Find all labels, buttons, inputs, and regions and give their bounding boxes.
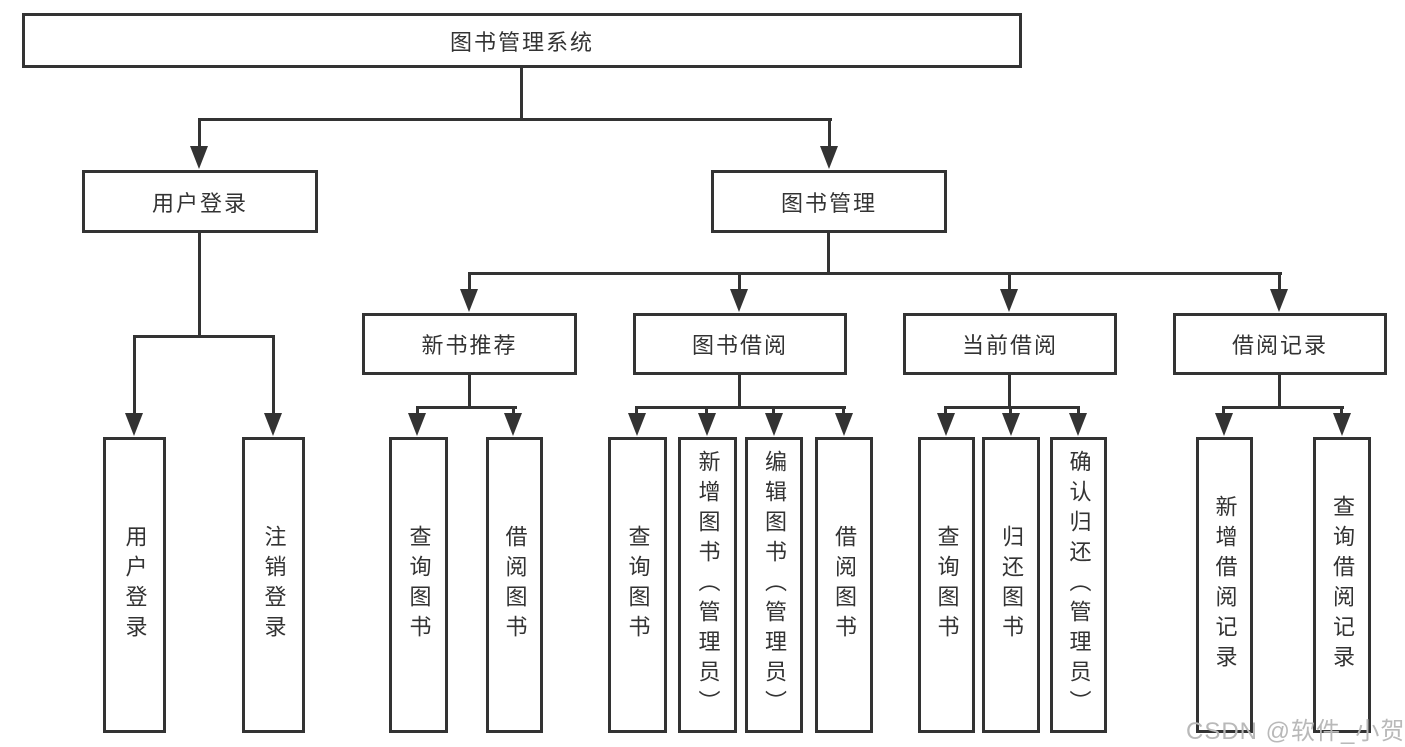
connector-line <box>198 118 832 121</box>
node-current-borrowing-label: 当前借阅 <box>961 333 1058 358</box>
node-user-login: 用户登录 <box>82 170 318 233</box>
leaf-edit-books-admin-label: 编辑图书（管理员） <box>762 450 787 720</box>
node-borrowing-records-label: 借阅记录 <box>1231 333 1328 358</box>
node-root: 图书管理系统 <box>22 13 1022 68</box>
connector-line <box>133 335 275 338</box>
node-new-book-recommendation-label: 新书推荐 <box>421 333 518 358</box>
arrowhead-down-icon <box>1002 413 1020 436</box>
arrowhead-down-icon <box>460 289 478 312</box>
arrowhead-down-icon <box>765 413 783 436</box>
arrowhead-down-icon <box>1270 289 1288 312</box>
connector-line <box>944 406 947 418</box>
leaf-confirm-return-admin-label: 确认归还（管理员） <box>1066 450 1092 720</box>
connector-line <box>272 335 275 417</box>
connector-line <box>1077 406 1080 418</box>
connector-line <box>842 406 845 418</box>
connector-line <box>635 406 846 409</box>
leaf-add-books-admin: 新增图书（管理员） <box>678 437 737 733</box>
connector-line <box>133 335 136 417</box>
connector-line <box>198 118 201 150</box>
leaf-query-books-current-label: 查询图书 <box>934 525 960 645</box>
leaf-query-books-borrowing-label: 查询图书 <box>625 525 651 645</box>
node-root-label: 图书管理系统 <box>449 29 594 55</box>
connector-line <box>416 406 419 418</box>
connector-line <box>944 406 1080 409</box>
node-borrowing-records: 借阅记录 <box>1173 313 1387 375</box>
arrowhead-down-icon <box>1333 413 1351 436</box>
connector-line <box>828 118 831 150</box>
connector-line <box>635 406 638 418</box>
connector-line <box>468 272 1282 275</box>
connector-line <box>772 406 775 418</box>
leaf-query-borrow-record: 查询借阅记录 <box>1313 437 1371 733</box>
leaf-user-login: 用户登录 <box>103 437 166 733</box>
node-book-borrowing-label: 图书借阅 <box>691 333 788 358</box>
connector-line <box>705 406 708 418</box>
arrowhead-down-icon <box>504 413 522 436</box>
watermark-text: CSDN @软件_小贺同学 <box>1186 718 1405 745</box>
connector-line <box>468 374 471 408</box>
connector-line <box>1278 374 1281 408</box>
connector-line <box>468 272 471 292</box>
leaf-add-borrow-record-label: 新增借阅记录 <box>1212 495 1238 675</box>
leaf-borrow-books: 借阅图书 <box>815 437 873 733</box>
node-book-management: 图书管理 <box>711 170 947 233</box>
leaf-return-books: 归还图书 <box>982 437 1040 733</box>
leaf-borrow-books-recommend-label: 借阅图书 <box>502 525 528 645</box>
arrowhead-down-icon <box>698 413 716 436</box>
leaf-query-books-current: 查询图书 <box>918 437 975 733</box>
arrowhead-down-icon <box>628 413 646 436</box>
leaf-query-borrow-record-label: 查询借阅记录 <box>1330 495 1355 675</box>
node-current-borrowing: 当前借阅 <box>903 313 1117 375</box>
leaf-confirm-return-admin: 确认归还（管理员） <box>1050 437 1107 733</box>
connector-line <box>1008 272 1011 292</box>
connector-line <box>738 374 741 408</box>
leaf-logout: 注销登录 <box>242 437 305 733</box>
node-book-management-label: 图书管理 <box>780 190 877 216</box>
arrowhead-down-icon <box>1000 289 1018 312</box>
connector-line <box>1222 406 1225 418</box>
leaf-borrow-books-recommend: 借阅图书 <box>486 437 543 733</box>
node-user-login-label: 用户登录 <box>151 190 248 216</box>
leaf-query-books-recommend-label: 查询图书 <box>406 525 432 645</box>
arrowhead-down-icon <box>937 413 955 436</box>
arrowhead-down-icon <box>835 413 853 436</box>
connector-line <box>1278 272 1281 292</box>
leaf-edit-books-admin: 编辑图书（管理员） <box>745 437 803 733</box>
node-new-book-recommendation: 新书推荐 <box>362 313 577 375</box>
leaf-add-books-admin-label: 新增图书（管理员） <box>695 450 721 720</box>
arrowhead-down-icon <box>190 146 208 169</box>
connector-line <box>738 272 741 292</box>
arrowhead-down-icon <box>264 413 282 436</box>
arrowhead-down-icon <box>820 146 838 169</box>
connector-line <box>512 406 515 418</box>
connector-line <box>1340 406 1343 418</box>
connector-line <box>520 66 523 121</box>
connector-line <box>416 406 517 409</box>
arrowhead-down-icon <box>408 413 426 436</box>
node-book-borrowing: 图书借阅 <box>633 313 847 375</box>
connector-line <box>1222 406 1344 409</box>
arrowhead-down-icon <box>1069 413 1087 436</box>
leaf-return-books-label: 归还图书 <box>999 525 1024 645</box>
leaf-query-books-borrowing: 查询图书 <box>608 437 667 733</box>
arrowhead-down-icon <box>730 289 748 312</box>
arrowhead-down-icon <box>125 413 143 436</box>
connector-line <box>1008 374 1011 408</box>
connector-line <box>1009 406 1012 418</box>
leaf-add-borrow-record: 新增借阅记录 <box>1196 437 1253 733</box>
leaf-logout-label: 注销登录 <box>261 525 287 645</box>
arrowhead-down-icon <box>1215 413 1233 436</box>
connector-line <box>827 231 830 275</box>
leaf-borrow-books-label: 借阅图书 <box>832 525 857 645</box>
leaf-user-login-label: 用户登录 <box>122 525 148 645</box>
connector-line <box>198 231 201 337</box>
leaf-query-books-recommend: 查询图书 <box>389 437 448 733</box>
